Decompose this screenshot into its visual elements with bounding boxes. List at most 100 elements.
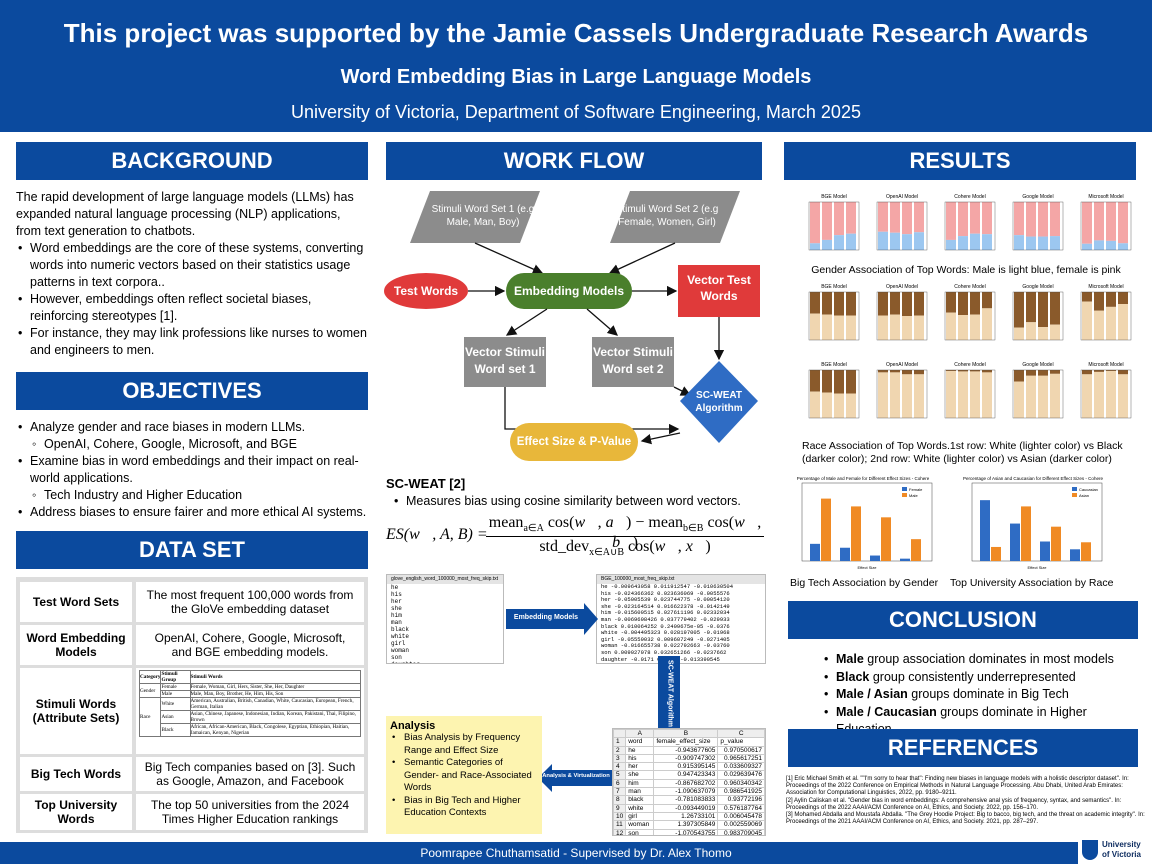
bar-segment xyxy=(902,292,912,316)
word-line: daughter xyxy=(391,661,503,663)
stim-black-words: African, African-American, Black, Congol… xyxy=(189,723,361,737)
bar-segment xyxy=(946,370,956,418)
mini-chart: OpenAI Model xyxy=(876,284,928,341)
x-axis-label: Effect Size xyxy=(857,565,877,570)
sc-weat-description: Measures bias using cosine similarity be… xyxy=(392,493,764,510)
references-heading: REFERENCES xyxy=(788,729,1138,767)
bar-segment xyxy=(1014,370,1024,382)
mini-chart-title: Google Model xyxy=(1022,194,1053,200)
stimuli-set1-shape xyxy=(410,191,540,243)
bar-segment xyxy=(1106,370,1116,418)
stim-h1: Category xyxy=(138,670,162,684)
analysis-list: Bias Analysis by Frequency Range and Eff… xyxy=(390,732,538,820)
bar-segment xyxy=(1014,327,1024,340)
race-caption: Race Association of Top Words.1st row: W… xyxy=(802,440,1123,465)
dataset-key: Test Word Sets xyxy=(20,582,132,622)
bar-segment xyxy=(958,371,968,418)
mini-chart-title: Cohere Model xyxy=(954,284,985,290)
bar-segment xyxy=(878,370,888,373)
bar xyxy=(1021,506,1031,561)
word-line: her xyxy=(391,598,402,605)
bar-segment xyxy=(834,393,844,418)
mini-chart: Microsoft Model xyxy=(1080,362,1132,419)
dataset-key: Big Tech Words xyxy=(20,757,132,791)
word-line: girl xyxy=(391,640,406,647)
bar-segment xyxy=(958,202,968,237)
bar-segment xyxy=(1014,235,1024,250)
bar xyxy=(911,539,921,561)
bar-segment xyxy=(890,314,900,340)
bar xyxy=(900,558,910,561)
stim-female: Female xyxy=(160,683,191,691)
bar xyxy=(821,498,831,561)
bar-segment xyxy=(1026,202,1036,237)
stim-asian: Asian xyxy=(160,710,191,724)
reference-1: [1] Eric Michael Smith et al. ""I'm sorr… xyxy=(786,776,1129,797)
bar-segment xyxy=(1038,236,1048,250)
references-text: [1] Eric Michael Smith et al. ""I'm sorr… xyxy=(786,776,1146,826)
bar-segment xyxy=(914,370,924,375)
bar-segment xyxy=(822,292,832,315)
bar-segment xyxy=(822,370,832,393)
stimuli-set1-label: Stimuli Word Set 1 (e.g Male, Man, Boy) xyxy=(431,204,535,228)
bar-segment xyxy=(982,370,992,373)
word-line: son xyxy=(391,654,402,661)
arrow-embedding-label: Embedding Models xyxy=(513,614,579,621)
bar-segment xyxy=(946,239,956,250)
mini-chart: Google Model xyxy=(1012,194,1064,251)
mini-chart-title: OpenAI Model xyxy=(886,362,918,368)
analysis-title: Analysis xyxy=(390,720,436,732)
stim-asian-words: Asian, Chinese, Japanese, Indonesian, In… xyxy=(189,710,361,724)
bar-segment xyxy=(1118,370,1128,375)
bar-segment xyxy=(982,308,992,340)
mini-chart: OpenAI Model xyxy=(876,362,928,419)
chart-title: Percentage of Asian and Caucasian for Di… xyxy=(963,476,1103,481)
bar-segment xyxy=(890,372,900,418)
background-text: The rapid development of large language … xyxy=(16,189,368,359)
dataset-table: Test Word Sets The most frequent 100,000… xyxy=(16,577,368,833)
stimuli-set2-shape xyxy=(610,191,740,243)
results-heading: RESULTS xyxy=(784,142,1136,180)
uvic-logo-line1: University xyxy=(1102,840,1141,849)
test-words-shape xyxy=(384,273,468,309)
bar-segment xyxy=(1118,374,1128,418)
bar-segment xyxy=(1050,202,1060,237)
bar-segment xyxy=(846,370,856,394)
bar-segment xyxy=(902,234,912,250)
stim-race: Race xyxy=(138,697,162,737)
mini-chart: BGE Model xyxy=(808,194,860,251)
bar-segment xyxy=(822,314,832,340)
bar-segment xyxy=(914,315,924,340)
stim-male: Male xyxy=(160,690,191,698)
bar-segment xyxy=(834,370,844,394)
bar-segment xyxy=(1050,373,1060,418)
sc-weat-shape xyxy=(680,361,758,443)
vector-line: black 0.010064252 0.2409675e-05 -0.0376 xyxy=(601,622,730,630)
effect-size-shape xyxy=(510,423,638,461)
glove-word-list: hehishershehimmanblackwhitegirlwomansond… xyxy=(387,584,503,663)
bar-segment xyxy=(914,292,924,316)
bar xyxy=(870,555,880,561)
mini-chart-title: Cohere Model xyxy=(954,194,985,200)
objective-1-sub: OpenAI, Cohere, Google, Microsoft, and B… xyxy=(16,436,368,453)
bar-segment xyxy=(1082,374,1092,418)
dataset-value: OpenAI, Cohere, Google, Microsoft, and B… xyxy=(136,625,364,665)
bar-segment xyxy=(1026,292,1036,323)
bar-segment xyxy=(890,370,900,373)
bar-segment xyxy=(822,392,832,418)
objective-3: Address biases to ensure fairer and more… xyxy=(16,504,368,521)
poster-title: Word Embedding Bias in Large Language Mo… xyxy=(340,66,812,88)
mini-chart-title: Microsoft Model xyxy=(1088,284,1123,290)
bar-segment xyxy=(1118,243,1128,250)
sc-weat-title: SC-WEAT [2] xyxy=(386,476,466,491)
university-caption: Top University Association by Race xyxy=(950,577,1114,589)
bar-segment xyxy=(982,292,992,309)
background-list: Word embeddings are the core of these sy… xyxy=(16,240,368,359)
bar-segment xyxy=(970,370,980,372)
mini-chart: Microsoft Model xyxy=(1080,194,1132,251)
